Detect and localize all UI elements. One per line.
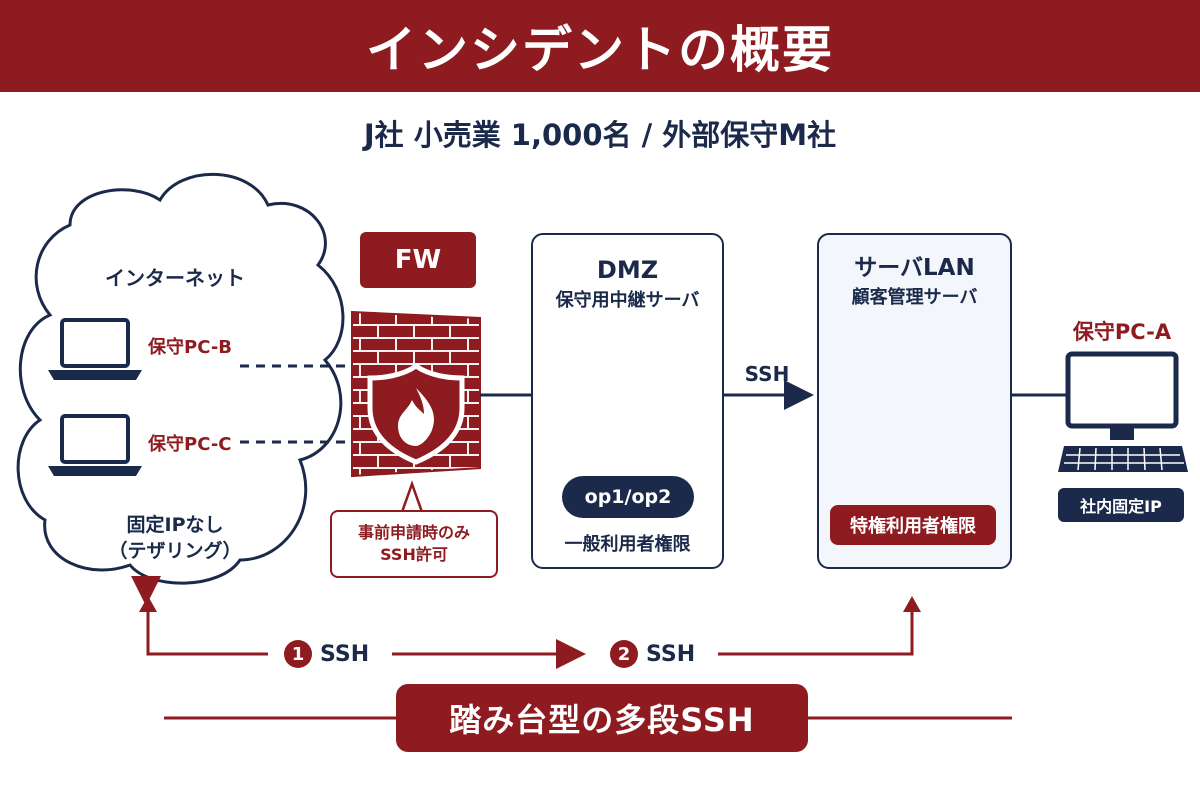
flow-line-start <box>146 604 268 656</box>
server-lan-privilege-badge: 特権利用者権限 <box>830 505 996 545</box>
flow-arrow-up-left <box>139 596 157 612</box>
laptop-icon <box>48 318 142 380</box>
page-subtitle: J社 小売業 1,000名 / 外部保守M社 <box>363 118 837 152</box>
server-lan-server-name: 顧客管理サーバ <box>851 287 978 308</box>
flow-line-step2 <box>718 608 914 656</box>
callout-line1: 事前申請時のみ <box>357 523 470 543</box>
internet-cloud <box>16 172 345 585</box>
dmz-title: DMZ <box>596 256 659 284</box>
pc-a-label: 保守PC-A <box>1072 320 1172 344</box>
internet-note-line2: （テザリング） <box>108 540 242 562</box>
pc-b-label: 保守PC-B <box>148 337 233 358</box>
internet-note-line1: 固定IPなし <box>126 514 224 536</box>
dmz-account-pill: op1/op2 <box>562 476 694 518</box>
flow-step1: 1 SSH <box>278 638 376 670</box>
callout-pointer <box>400 480 424 513</box>
firewall-icon <box>351 310 481 478</box>
step2-label: SSH <box>646 641 696 667</box>
dmz-server-name: 保守用中継サーバ <box>555 290 700 311</box>
flow-arrow-up-right <box>903 596 921 612</box>
laptop-icon <box>48 414 142 476</box>
step1-label: SSH <box>320 641 370 667</box>
internet-title: インターネット <box>105 266 245 290</box>
server-lan-title: サーバLAN <box>854 255 975 281</box>
firewall-label: FW <box>360 232 476 288</box>
bottom-banner: 踏み台型の多段SSH <box>396 684 808 752</box>
pc-c-label: 保守PC-C <box>148 434 232 455</box>
callout-line2: SSH許可 <box>380 545 448 564</box>
desktop-computer-icon <box>1058 351 1188 472</box>
flow-step2: 2 SSH <box>604 638 702 670</box>
step1-number: 1 <box>284 640 312 668</box>
ssh-link-label: SSH <box>744 362 790 386</box>
firewall-callout: 事前申請時のみ SSH許可 <box>330 510 498 578</box>
step2-number: 2 <box>610 640 638 668</box>
dmz-privilege: 一般利用者権限 <box>564 534 691 555</box>
page-title: インシデントの概要 <box>366 21 834 79</box>
pc-a-note-badge: 社内固定IP <box>1058 488 1184 522</box>
title-bar: インシデントの概要 <box>0 0 1200 92</box>
